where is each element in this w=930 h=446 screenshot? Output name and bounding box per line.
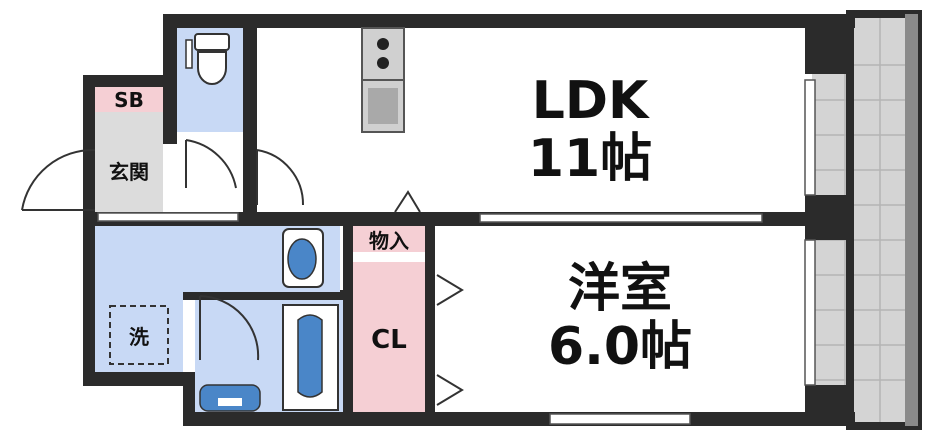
sb-box [95, 87, 163, 112]
entrance-floor [95, 112, 163, 212]
sink-icon [361, 79, 405, 133]
storage-box [353, 226, 425, 252]
western-room-name: 洋室 [567, 259, 672, 319]
washbasin-icon [282, 228, 324, 288]
closet-box [353, 262, 425, 412]
western-floor [435, 226, 805, 412]
balcony [812, 10, 922, 430]
hall-floor [177, 144, 243, 212]
storage-label: 物入 [369, 228, 409, 253]
closet-label: CL [371, 325, 407, 355]
entrance-label: 玄関 [109, 159, 149, 184]
windows [97, 79, 816, 425]
sb-label: SB [114, 87, 144, 112]
washer-space [109, 305, 169, 365]
washer-label: 洗 [129, 324, 149, 349]
ldk-floor [257, 28, 805, 212]
bathtub-icon [199, 304, 339, 412]
doors [21, 139, 464, 406]
western-room-label: 洋室 6.0帖 [500, 258, 740, 378]
western-room-size: 6.0帖 [547, 317, 693, 377]
stove-icon [361, 27, 405, 81]
ldk-size: 11帖 [527, 129, 653, 189]
ldk-name: LDK [531, 71, 649, 131]
ldk-label: LDK 11帖 [470, 70, 710, 190]
toilet-icon [185, 33, 230, 85]
